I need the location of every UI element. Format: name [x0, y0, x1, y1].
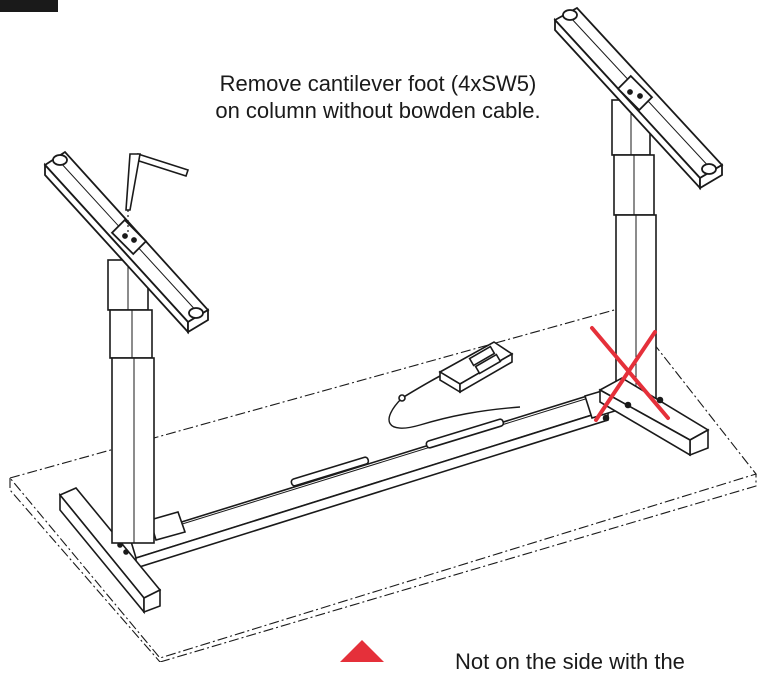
right-cantilever — [553, 6, 724, 191]
cross-mark-icon — [590, 326, 670, 422]
handset-controller — [388, 341, 521, 429]
left-column — [107, 259, 155, 544]
left-foot — [58, 487, 162, 615]
left-column-mid — [109, 309, 153, 359]
right-column — [611, 99, 657, 401]
crossbar-side — [135, 408, 609, 570]
tabletop-outline — [9, 306, 757, 662]
instruction-note: Remove cantilever foot (4xSW5) on column… — [158, 70, 598, 124]
right-foot — [598, 377, 710, 457]
crossbar-slot-right — [425, 418, 505, 449]
tabletop-side-edge — [159, 474, 757, 662]
hex-key-icon — [125, 152, 190, 232]
instruction-line-2: on column without bowden cable. — [215, 98, 541, 123]
corner-tab — [0, 0, 58, 12]
crossbar-top — [129, 391, 610, 560]
warning-triangle-icon — [340, 640, 384, 662]
left-column-lower — [111, 357, 155, 544]
crossbar-frame — [129, 387, 619, 570]
left-cantilever — [43, 150, 210, 335]
crossbar-slot-left — [290, 456, 370, 487]
instruction-line-1: Remove cantilever foot (4xSW5) — [219, 71, 537, 96]
tabletop-front-edge — [9, 478, 161, 662]
